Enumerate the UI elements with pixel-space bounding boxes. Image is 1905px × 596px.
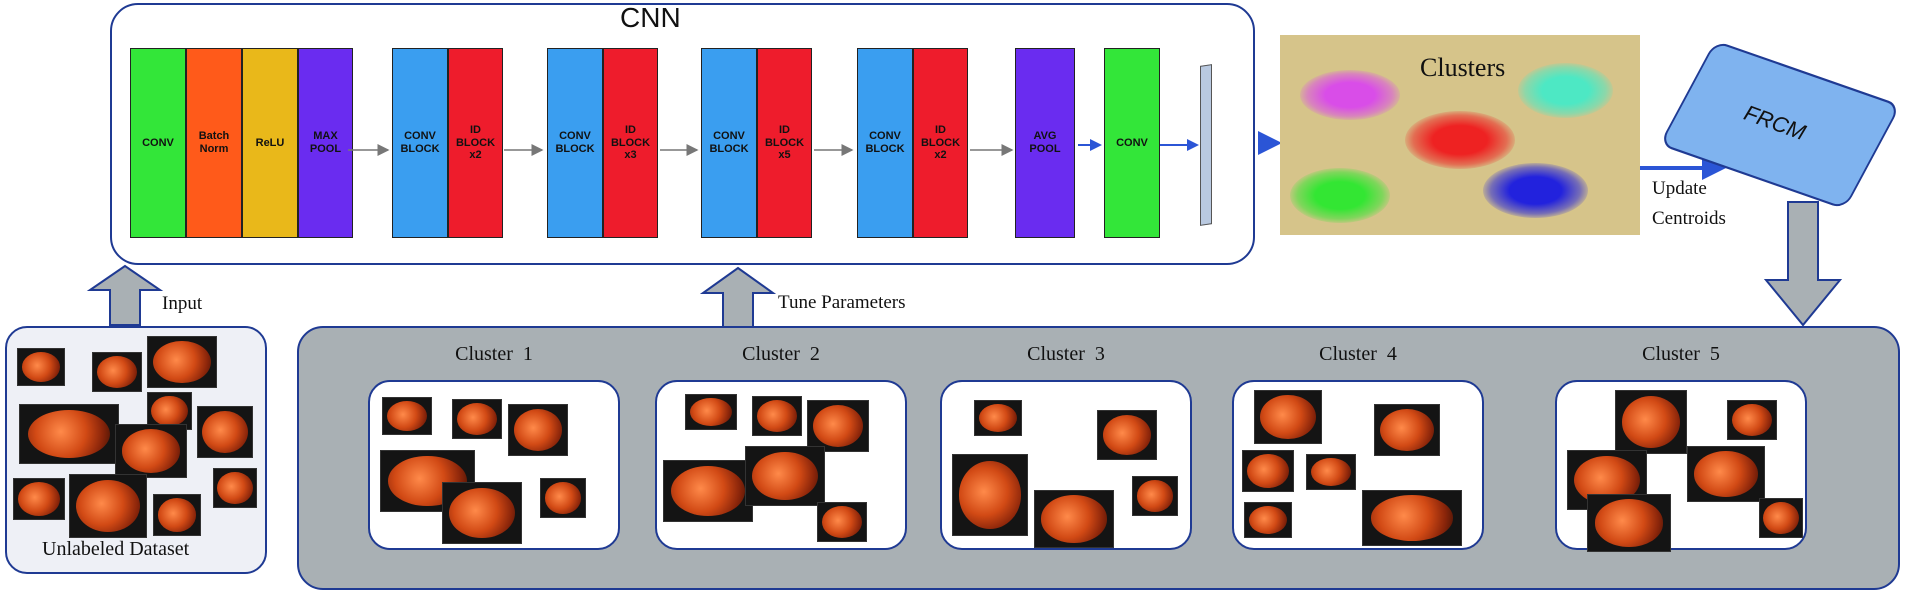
cluster-fundus-image [1374,404,1440,456]
cluster-fundus-image [1306,454,1356,490]
input-label: Input [162,293,203,314]
cluster-box-3 [940,380,1192,550]
cluster-fundus-image [685,394,737,430]
cluster-blob-4 [1290,167,1390,223]
dataset-fundus-image [153,494,201,536]
cnn-layer-10: ID BLOCK x5 [757,48,812,238]
dataset-fundus-image [19,404,119,464]
cluster-fundus-image [452,399,502,439]
cluster-fundus-image [540,478,586,518]
cnn-layer-9: CONV BLOCK [701,48,757,238]
cnn-layer-7: CONV BLOCK [547,48,603,238]
cluster-box-2 [655,380,907,550]
cnn-layer-1: CONV [130,48,186,238]
cluster-fundus-image [1132,476,1178,516]
cluster-fundus-image [1727,400,1777,440]
cluster-fundus-image [1034,490,1114,548]
cnn-layer-6: ID BLOCK x2 [448,48,503,238]
dataset-fundus-image [92,352,142,392]
cluster-blob-5 [1482,162,1588,218]
cluster-fundus-image [952,454,1028,536]
arrow-frcm-down [1763,201,1843,327]
cluster-fundus-image [745,446,825,506]
cluster-fundus-image [442,482,522,544]
cnn-layer-2: Batch Norm [186,48,242,238]
dataset-panel [5,326,267,574]
cluster-fundus-image [663,460,753,522]
dataset-label: Unlabeled Dataset [42,538,190,560]
arrow-input-up [86,264,164,326]
cluster-fundus-image [807,400,869,452]
update-label: Update [1652,178,1707,199]
centroids-label: Centroids [1652,208,1726,229]
cluster-box-1 [368,380,620,550]
dataset-fundus-image [197,406,253,458]
cnn-layer-3: ReLU [242,48,298,238]
cluster-blob-3 [1405,111,1515,169]
cluster-fundus-image [1242,450,1294,492]
arrow-tune-up [699,266,777,328]
cluster-fundus-image [1615,390,1687,454]
cluster-box-5 [1555,380,1807,552]
cluster-title-5: Cluster 5 [1642,343,1720,365]
cnn-layer-13: AVG POOL [1015,48,1075,238]
cnn-panel [110,3,1255,265]
tune-parameters-label: Tune Parameters [778,292,906,313]
dataset-fundus-image [147,392,192,430]
cluster-fundus-image [1687,446,1765,502]
dataset-fundus-image [147,336,217,388]
cnn-layer-8: ID BLOCK x3 [603,48,658,238]
cluster-box-4 [1232,380,1484,550]
dataset-fundus-image [213,468,257,508]
cnn-layer-4: MAX POOL [298,48,353,238]
cluster-title-4: Cluster 4 [1319,343,1397,365]
cluster-fundus-image [508,404,568,456]
cnn-layer-14: CONV [1104,48,1160,238]
cluster-blob-2 [1517,62,1613,118]
cnn-layer-5: CONV BLOCK [392,48,448,238]
cluster-fundus-image [382,397,432,435]
dataset-fundus-image [115,424,187,478]
cluster-fundus-image [974,400,1022,436]
cluster-fundus-image [752,396,802,436]
cluster-fundus-image [1587,494,1671,552]
layer-arrows [348,139,1199,156]
dataset-fundus-image [13,478,65,520]
cluster-blob-1 [1300,70,1400,120]
cluster-fundus-image [1759,498,1803,538]
cluster-fundus-image [817,502,867,542]
cnn-layer-12: ID BLOCK x2 [913,48,968,238]
cluster-title-2: Cluster 2 [742,343,820,365]
cluster-fundus-image [1362,490,1462,546]
clusters-title: Clusters [1420,53,1506,82]
cluster-fundus-image [1254,390,1322,444]
cluster-title-3: Cluster 3 [1027,343,1105,365]
cluster-fundus-image [1244,502,1292,538]
cluster-title-1: Cluster 1 [455,343,533,365]
cluster-fundus-image [1097,410,1157,460]
clusters-scatter-panel: Clusters [1280,35,1640,235]
cnn-title: CNN [620,2,681,33]
dataset-fundus-image [69,474,147,538]
cnn-layer-11: CONV BLOCK [857,48,913,238]
dataset-fundus-image [17,348,65,386]
